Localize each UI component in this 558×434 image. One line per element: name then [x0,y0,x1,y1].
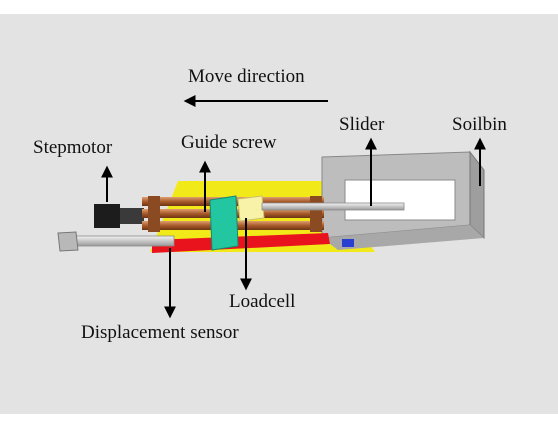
blue-block [342,239,354,247]
carriage-block [209,195,239,251]
displacement-sensor-rod [57,231,175,252]
displacement-sensor-rail [152,233,330,253]
soilbin-label: Soilbin [452,114,507,135]
move-direction-label: Move direction [188,66,305,87]
slider-rod [261,202,405,211]
stepmotor-label: Stepmotor [33,137,113,158]
guide-screw-label: Guide screw [181,132,277,153]
slider-label: Slider [339,114,385,135]
loadcell-label: Loadcell [229,291,295,312]
soilbin-box [321,150,485,250]
stepmotor-body [94,204,144,228]
displacement-sensor-label: Displacement sensor [81,322,239,343]
loadcell-body [237,195,265,222]
